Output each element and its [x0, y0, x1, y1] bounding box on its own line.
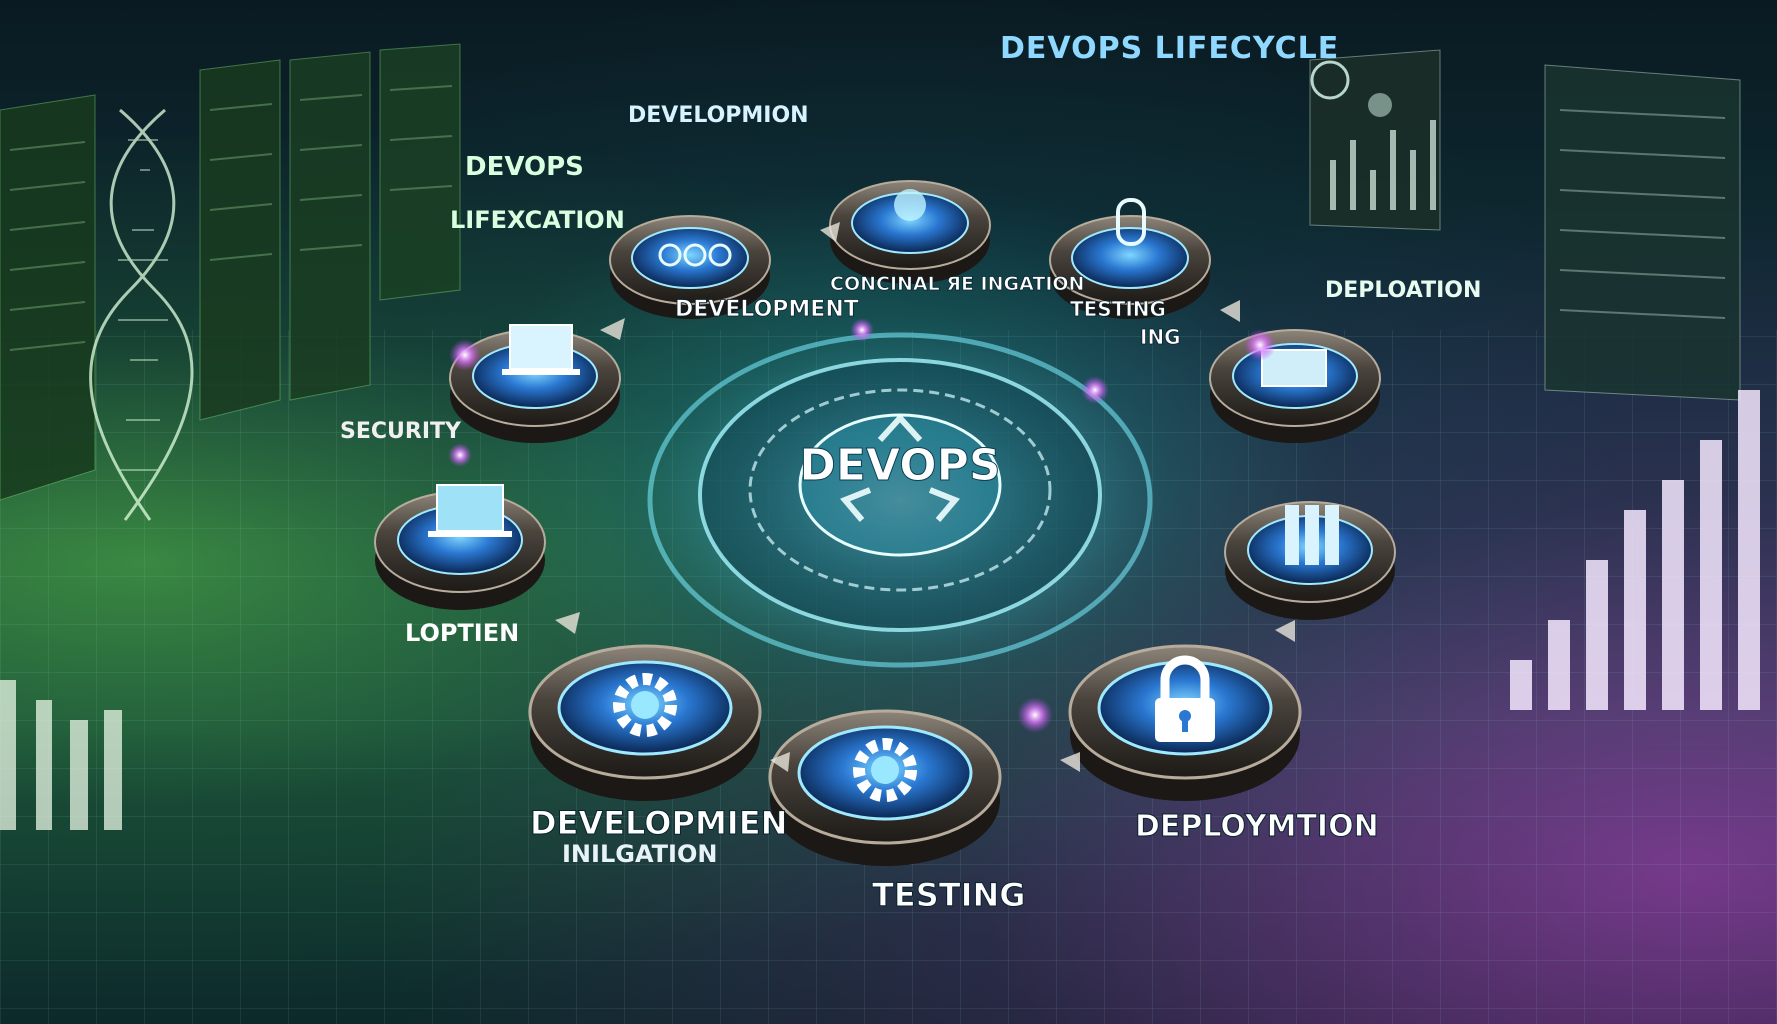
node-deployment-lower[interactable] — [1068, 644, 1302, 801]
node-testing-upper[interactable] — [1049, 198, 1211, 319]
page-title: DEVOPS LIFECYCLE — [1000, 31, 1339, 66]
label-deployation: DEPLOATION — [1325, 278, 1481, 303]
sparkles — [448, 318, 1276, 733]
label-testing-upper-sub: ING — [1140, 325, 1181, 349]
node-continuous-integration[interactable] — [829, 180, 991, 284]
right-bar-chart-icon — [1510, 390, 1760, 710]
label-continuous-integration: CONCINAL ЯE INGATION — [830, 273, 1084, 295]
laptop-icon — [502, 324, 580, 375]
label-development-lower-sub: INILGATION — [562, 840, 717, 868]
center-label: DEVOPS — [799, 440, 1000, 491]
dna-helix-icon — [89, 108, 194, 521]
node-development-lower[interactable] — [528, 644, 762, 801]
label-development-upper: DEVELOPMENT — [675, 297, 859, 322]
label-loptien: LOPTIEN — [405, 619, 519, 647]
node-right-mid[interactable] — [1224, 501, 1396, 620]
label-lifecycle-side: LIFEXCATION — [450, 206, 625, 234]
gear-icon — [613, 673, 677, 737]
node-deployment-upper[interactable] — [1209, 329, 1381, 443]
label-development-lower: DEVELOPMIEN — [530, 804, 787, 842]
lock-icon — [1155, 655, 1215, 742]
left-bar-chart-icon — [0, 680, 122, 830]
node-security[interactable] — [449, 324, 621, 443]
recycle-icon — [840, 413, 960, 522]
label-deployment-lower: DEPLOYMTION — [1135, 809, 1379, 844]
gear-icon — [853, 738, 917, 802]
right-data-panels — [1309, 49, 1741, 401]
label-security: SECURITY — [340, 419, 462, 444]
label-testing-lower: TESTING — [872, 876, 1026, 914]
node-testing-lower[interactable] — [768, 709, 1002, 866]
central-hub — [600, 305, 1200, 695]
node-development-upper[interactable] — [609, 215, 771, 319]
flow-arrows — [555, 222, 1295, 772]
left-data-panels — [0, 43, 461, 501]
label-devops-side: DEVOPS — [465, 152, 584, 182]
node-loptien[interactable] — [374, 484, 546, 610]
label-testing-upper: TESTING — [1070, 297, 1166, 321]
label-development-top: DEVELOPMION — [628, 103, 809, 128]
